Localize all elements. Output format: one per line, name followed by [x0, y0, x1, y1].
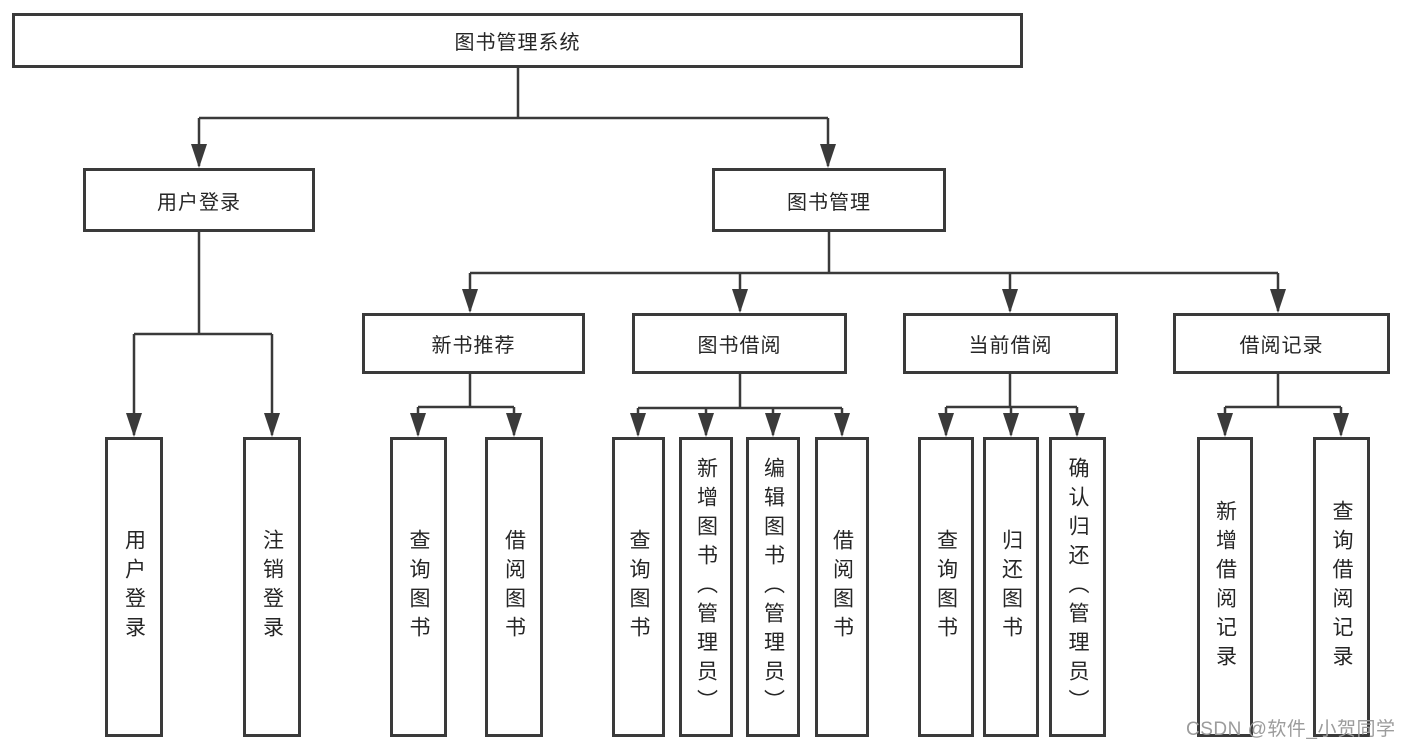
- leaf-edit-books-admin: 编辑图书（管理员）: [746, 437, 800, 737]
- leaf-return-books: 归还图书: [983, 437, 1039, 737]
- leaf-user-login: 用户登录: [105, 437, 163, 737]
- leaf-query-borrow-record: 查询借阅记录: [1313, 437, 1370, 737]
- node-new-book-recommendation: 新书推荐: [362, 313, 585, 374]
- leaf-query-books-2: 查询图书: [612, 437, 665, 737]
- watermark: CSDN @软件_小贺同学: [1186, 719, 1396, 740]
- leaf-logout: 注销登录: [243, 437, 301, 737]
- leaf-add-borrow-record: 新增借阅记录: [1197, 437, 1253, 737]
- leaf-borrow-books-1: 借阅图书: [485, 437, 543, 737]
- node-book-management: 图书管理: [712, 168, 946, 232]
- leaf-confirm-return-admin: 确认归还（管理员）: [1049, 437, 1106, 737]
- node-book-borrowing: 图书借阅: [632, 313, 847, 374]
- leaf-query-books-1: 查询图书: [390, 437, 447, 737]
- node-current-borrowing: 当前借阅: [903, 313, 1118, 374]
- leaf-query-books-3: 查询图书: [918, 437, 974, 737]
- node-library-management-system: 图书管理系统: [12, 13, 1023, 68]
- node-user-login: 用户登录: [83, 168, 315, 232]
- leaf-borrow-books-2: 借阅图书: [815, 437, 869, 737]
- leaf-add-books-admin: 新增图书（管理员）: [679, 437, 733, 737]
- node-borrowing-records: 借阅记录: [1173, 313, 1390, 374]
